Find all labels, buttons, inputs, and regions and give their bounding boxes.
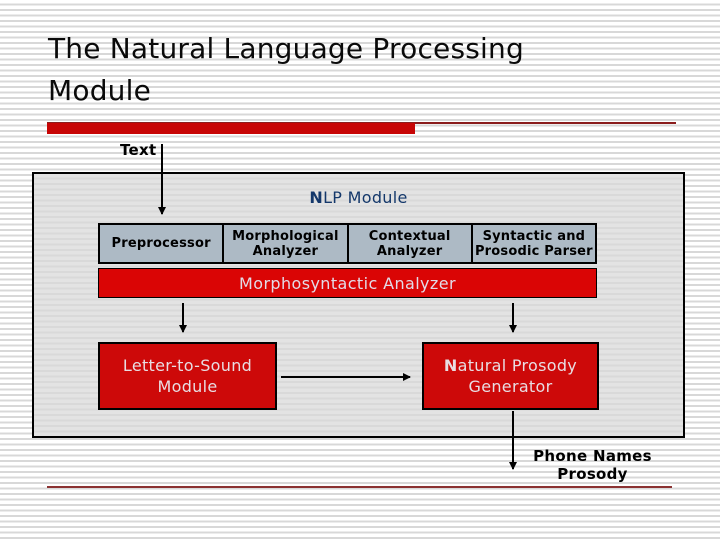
npg-bold-n: N bbox=[443, 356, 458, 375]
phone-line1-pre: Phone bbox=[533, 447, 593, 465]
bottom-rule bbox=[47, 486, 672, 488]
nlp-heading-rest: LP Module bbox=[323, 188, 408, 207]
title-underline-bar bbox=[47, 123, 415, 134]
phone-line2: Prosody bbox=[557, 465, 628, 483]
slide-title-line1: The Natural Language Processing bbox=[48, 32, 524, 65]
slide-title-line2: Module bbox=[48, 74, 152, 107]
phone-line1-bold-n: N bbox=[592, 447, 606, 465]
nlp-module-heading: NLP Module bbox=[32, 188, 685, 207]
npg-line1-rest: atural Prosody bbox=[457, 356, 578, 375]
box-preprocessor: Preprocessor bbox=[100, 225, 225, 262]
box-letter-to-sound-module: Letter-to-Sound Module bbox=[98, 342, 277, 410]
box-morphosyntactic-analyzer: Morphosyntactic Analyzer bbox=[98, 268, 597, 298]
npg-line2: Generator bbox=[468, 377, 553, 396]
phone-line1-post: ames bbox=[605, 447, 652, 465]
slide-title: The Natural Language Processing Module bbox=[48, 28, 658, 112]
box-morphological-analyzer: Morphological Analyzer bbox=[224, 225, 349, 262]
nlp-heading-bold-n: N bbox=[309, 188, 324, 207]
box-syntactic-prosodic-parser: Syntactic and Prosodic Parser bbox=[474, 228, 593, 259]
input-text-label: Text bbox=[120, 141, 157, 159]
box-contextual-analyzer: Contextual Analyzer bbox=[349, 225, 473, 262]
analyzer-row: Preprocessor Morphological Analyzer Cont… bbox=[98, 223, 597, 264]
